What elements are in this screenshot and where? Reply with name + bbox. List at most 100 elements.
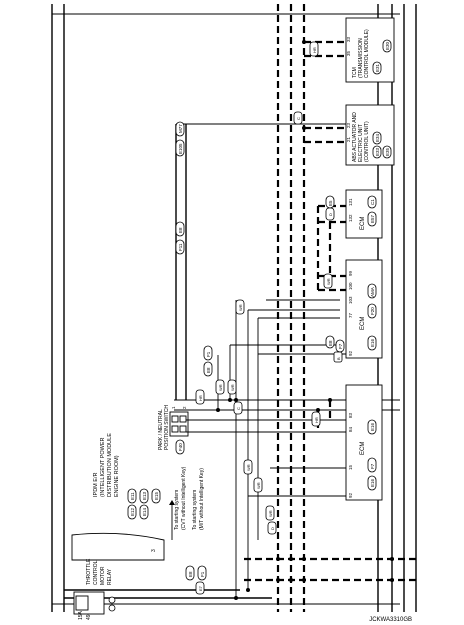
bottom-dashed-bus <box>244 557 416 582</box>
ecm-left-conn-e16: E16 <box>370 478 375 487</box>
jc-f7: F7 <box>338 343 343 349</box>
ecm-mid-conn-f20: F20 <box>370 307 375 315</box>
jc-e8-c: E8 <box>188 571 193 577</box>
starting-note: To starting system (CVT without Intellig… <box>169 466 205 540</box>
jc-f1-c: F1 <box>200 571 205 577</box>
pnp-label-2: POSITION SWITCH <box>164 405 170 450</box>
jc-f11: F11 <box>178 243 183 251</box>
jc-e8-b: E8 <box>178 227 183 233</box>
abs-label-2: ELECTRIC UNIT <box>358 124 364 162</box>
pnp-pin-2: 2 <box>182 406 187 409</box>
ipdm-connectors: E11 E12 E13 E14 E15 <box>127 488 161 520</box>
tag-d-1: D <box>328 213 333 216</box>
ecm-top-pin-132: 132 <box>348 214 353 222</box>
ecm-left-conn-f7: F7 <box>370 463 375 469</box>
ipdm-connector-e13: E13 <box>142 491 147 500</box>
tag-wr-7: WR <box>238 304 243 311</box>
jc-e8-d: E8 <box>328 340 333 346</box>
pnp-label-1: PARK / NEUTRAL <box>158 409 164 450</box>
ecm-left-conn-e16b: E16 <box>370 422 375 431</box>
starting-note-4: (M/T without Intelligent Key) <box>199 468 205 530</box>
ecm-mid-pin-77: 77 <box>348 312 353 318</box>
jc-e8-a: E8 <box>206 367 211 373</box>
ecm-top-badge: C1 <box>370 199 375 205</box>
jc-f1-a: F1 <box>206 351 211 357</box>
tag-wr-1: WR <box>218 384 223 391</box>
abs-conn-e35: E35 <box>385 147 390 156</box>
ground-bus-lines <box>276 4 417 612</box>
starting-note-1: To starting system <box>174 490 180 530</box>
ipdm-label-4: ENGINE ROOM) <box>114 455 120 497</box>
tag-d-2: D <box>270 527 275 530</box>
tcm-conn-e31: E31 <box>375 63 380 72</box>
tag-c-2: C <box>236 407 241 410</box>
ecm-mid-pin-103: 103 <box>348 296 353 304</box>
ecm-mid-block: ECM 92 77 103 100 99 E16 F20 AMA <box>345 259 383 359</box>
tcm-label-3: CONTROL MODULE) <box>364 29 370 78</box>
abs-pin-21: 21 <box>346 136 351 142</box>
jc-m77: M77 <box>178 124 183 133</box>
abs-pin-23: 23 <box>346 122 351 128</box>
ecm-top-conn: E57 <box>370 214 375 223</box>
ipdm-connector-e11: E11 <box>130 492 135 500</box>
ecm-left-block: ECM 92 15 84 83 E16 F7 E16 <box>345 384 383 501</box>
pnp-connector: F40 <box>178 443 183 451</box>
tag-b: B <box>336 357 341 360</box>
tag-hr-1: HR <box>198 395 203 401</box>
ecm-mid-pin-99: 99 <box>348 270 353 276</box>
tcm-pin-33: 33 <box>346 36 351 42</box>
tcm-conn-e30: E30 <box>385 41 390 50</box>
tag-wr-5: WR <box>268 510 273 517</box>
ipdm-label-1: IPDM E/R <box>93 473 99 497</box>
ecm-mid-label: ECM <box>360 317 366 330</box>
ecm-mid-badge: AMA <box>370 287 375 297</box>
tag-e7: E7 <box>198 585 203 591</box>
abs-label-3: (CONTROL UNIT) <box>364 121 370 162</box>
jc-e5: E5 <box>328 200 333 206</box>
relay-fuse-no: 49 <box>86 614 92 620</box>
tag-hr-3: HR <box>314 417 319 423</box>
park-neutral-switch: PARK / NEUTRAL POSITION SWITCH F40 1 2 <box>158 405 189 455</box>
ipdm-label-3: DISTRIBUTION MODULE <box>107 433 113 497</box>
diagram-id: JCKWA3310GB <box>369 617 412 623</box>
jc-e105: E105 <box>178 143 183 154</box>
ipdm-pin: 3 <box>151 549 157 552</box>
ecm-top-block: ECM 131 132 E57 C1 <box>345 189 383 239</box>
ecm-mid-pin-100: 100 <box>348 282 353 290</box>
ecm-left-pin-92: 92 <box>348 492 353 498</box>
pnp-pin-1: 1 <box>171 406 176 409</box>
ecm-left-pin-83: 83 <box>348 412 353 418</box>
ecm-mid-pin-92: 92 <box>348 350 353 356</box>
ecm-mid-conn-e16: E16 <box>370 338 375 347</box>
ecm-left-pin-84: 84 <box>348 426 353 432</box>
relay-fuse-amp: 15A <box>78 610 84 620</box>
ipdm-connector-e14: E14 <box>142 507 147 516</box>
junction-dots <box>216 40 332 600</box>
ecm-top-label: ECM <box>360 217 366 230</box>
starting-note-2: (CVT without Intelligent Key) <box>181 466 187 530</box>
tag-wr-6: WR <box>326 278 331 285</box>
ipdm-connector-e12: E12 <box>130 507 135 516</box>
abs-block: ABS ACTUATOR AND ELECTRIC UNIT (CONTROL … <box>345 104 395 166</box>
tcm-label-1: TCM <box>352 67 358 78</box>
wire-tags: WR WR WR WR WR HR HR HR C C D D WR WR E7… <box>195 41 343 595</box>
module-wires <box>186 40 346 497</box>
abs-conn-e33: E33 <box>375 147 380 156</box>
throttle-relay: THROTTLE CONTROL MOTOR RELAY 15A 49 <box>73 558 116 620</box>
ipdm-label-2: (INTELLIGENT POWER <box>100 437 106 497</box>
frame-lines <box>51 4 400 612</box>
relay-label-4: RELAY <box>107 568 113 585</box>
tag-hr-2: HR <box>312 47 317 53</box>
tag-c-1: C <box>296 117 301 120</box>
ipdm-connector-e15: E15 <box>154 491 159 500</box>
joint-connectors: F1 E8 F11 E8 M77 E105 E8 F1 F7 E8 E5 <box>175 121 345 581</box>
tcm-block: TCM (TRANSMISSION CONTROL MODULE) 33 35 … <box>345 17 395 83</box>
starting-note-3: To starting system <box>192 490 198 530</box>
ecm-left-pin-15: 15 <box>348 464 353 470</box>
tag-wr-4: WR <box>256 482 261 489</box>
relay-label-3: MOTOR <box>100 566 106 585</box>
tag-wr-2: WR <box>230 384 235 391</box>
abs-label-1: ABS ACTUATOR AND <box>352 112 358 162</box>
tcm-pin-35: 35 <box>346 50 351 56</box>
